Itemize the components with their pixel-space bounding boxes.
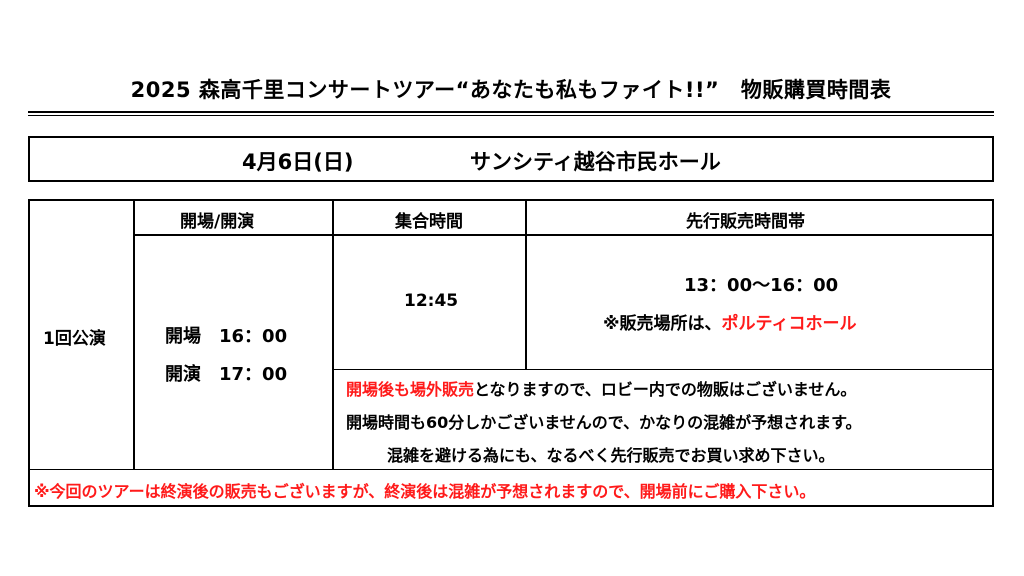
notice-line-1-highlight: 開場後も場外販売: [346, 380, 475, 399]
notice-line-2: 開場時間も60分しかございませんので、かなりの混雑が予想されます。: [346, 413, 862, 432]
notice-line-1: 開場後も場外販売となりますので、ロビー内での物販はございません。: [346, 376, 856, 400]
schedule-table: 開場/開演 集合時間 先行販売時間帯 1回公演 開場 16：00 開演 17：0…: [28, 199, 994, 507]
header-presale: 先行販売時間帯: [686, 212, 805, 232]
divider-header-row: [133, 234, 994, 236]
event-info-box: 4月6日(日) サンシティ越谷市民ホール: [28, 136, 994, 182]
table-border-bottom: [28, 505, 994, 507]
divider-col-3: [525, 199, 527, 369]
event-date: 4月6日(日): [242, 150, 354, 174]
divider-col-1: [133, 199, 135, 469]
divider-footer-row: [28, 469, 994, 470]
header-meeting-time: 集合時間: [395, 212, 463, 232]
presale-location-prefix: ※販売場所は、: [603, 314, 722, 334]
title-divider-thin: [28, 115, 994, 116]
presale-time: 13：00～16：00: [684, 275, 839, 296]
title-divider: [28, 111, 994, 113]
performance-label: 1回公演: [43, 329, 106, 349]
footer-notice: ※今回のツアーは終演後の販売もございますが、終演後は混雑が予想されますので、開場…: [34, 482, 816, 501]
page-title: 2025 森高千里コンサートツアー“あなたも私もファイト!!” 物販購買時間表: [130, 78, 892, 102]
presale-location: ※販売場所は、ポルティコホール: [603, 309, 857, 334]
table-border-right: [992, 199, 994, 507]
table-border-top: [28, 199, 994, 201]
notice-line-1-rest: となりますので、ロビー内での物販はございません。: [474, 380, 857, 399]
event-venue: サンシティ越谷市民ホール: [470, 150, 721, 174]
divider-col-2: [332, 199, 334, 469]
notice-line-3: 混雑を避ける為にも、なるべく先行販売でお買い求め下さい。: [387, 446, 835, 465]
table-border-left: [28, 199, 30, 507]
header-doors: 開場/開演: [180, 212, 255, 232]
doors-open-time: 開場 16：00: [165, 326, 288, 347]
presale-location-name: ポルティコホール: [721, 314, 857, 334]
divider-notice-row: [332, 369, 994, 370]
show-start-time: 開演 17：00: [165, 364, 288, 385]
meeting-time: 12:45: [404, 291, 459, 311]
